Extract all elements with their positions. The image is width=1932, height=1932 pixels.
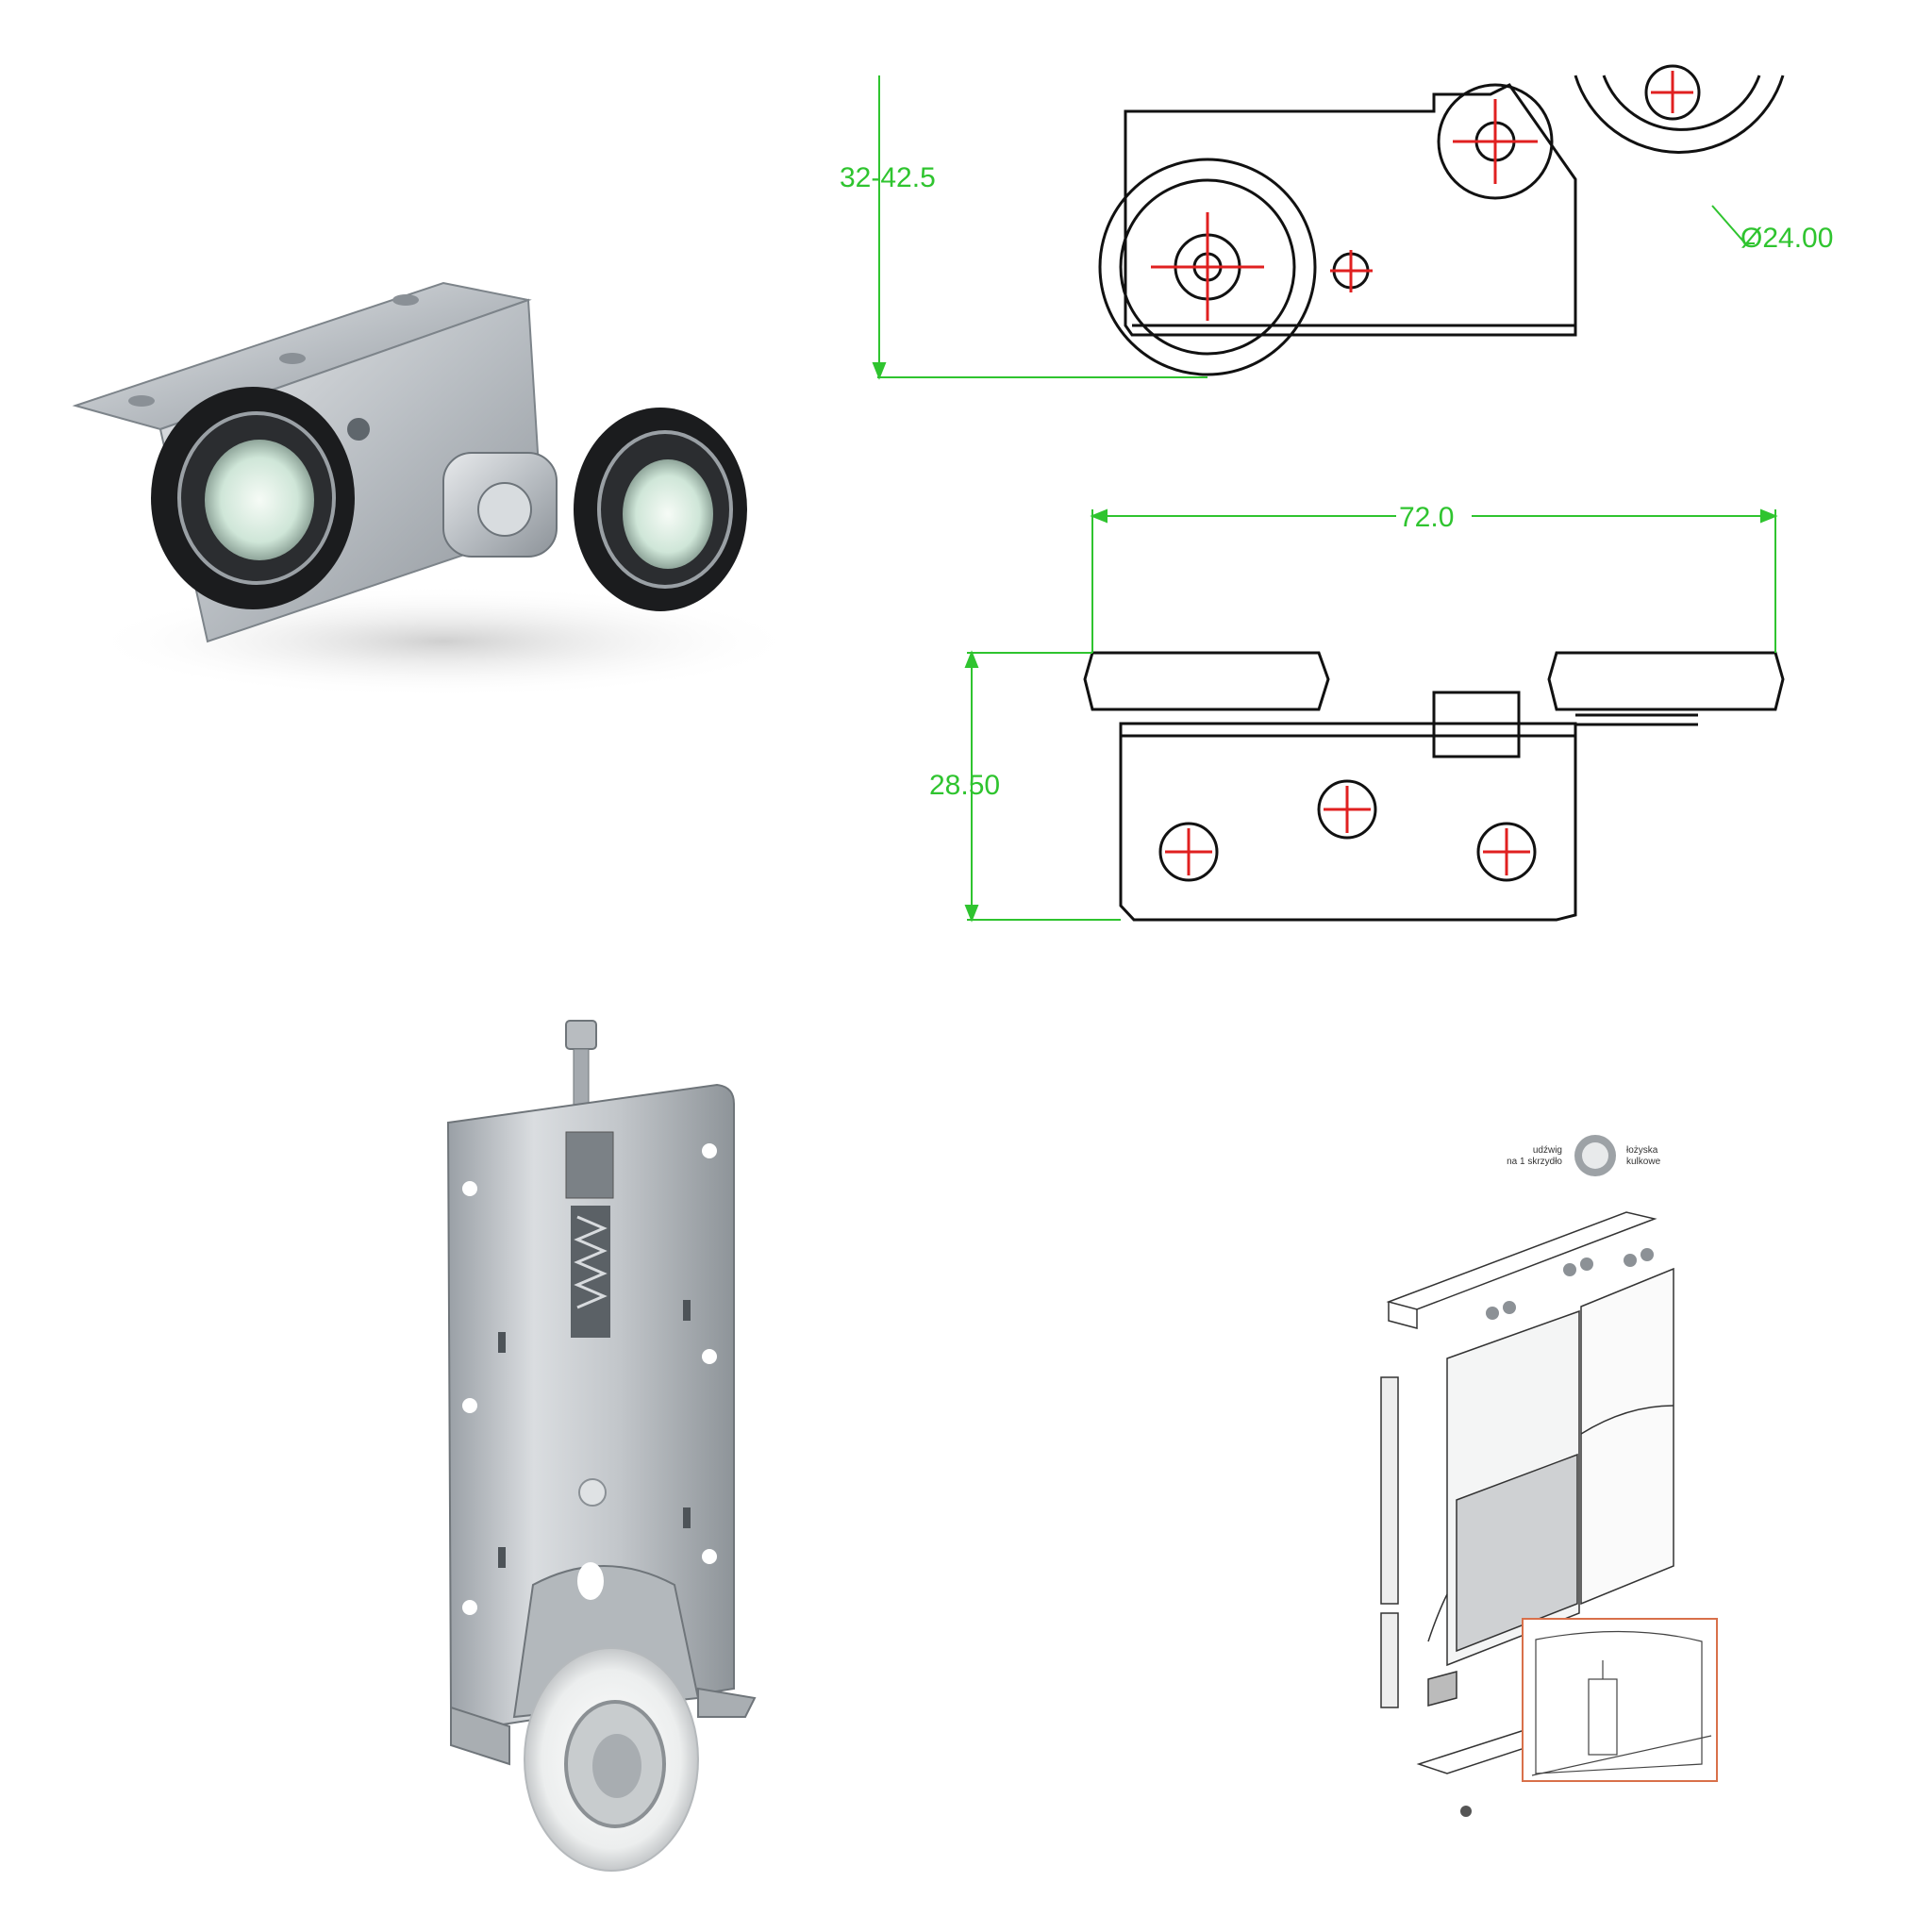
front-adjuster bbox=[1432, 691, 1521, 758]
plate-hole bbox=[462, 1181, 477, 1196]
bearing-label-line2: kulkowe bbox=[1626, 1157, 1661, 1167]
flange-hole bbox=[279, 353, 306, 364]
bracket-hole bbox=[577, 1562, 604, 1600]
height-range-label: 32-42.5 bbox=[840, 162, 936, 193]
plate-slot bbox=[498, 1332, 506, 1353]
bearing-icon-inner bbox=[1582, 1142, 1608, 1169]
bottom-roller-illustration bbox=[446, 1020, 757, 1872]
door-arc bbox=[1580, 1405, 1674, 1435]
top-roller bbox=[1503, 1301, 1516, 1314]
load-label-line1: udźwig bbox=[1533, 1145, 1562, 1156]
plate-slot bbox=[683, 1300, 691, 1321]
bracket-foot-left bbox=[450, 1706, 510, 1766]
bottom-roller-block bbox=[1427, 1671, 1457, 1707]
detail-door bbox=[1535, 1630, 1703, 1774]
front-hole-left bbox=[1158, 822, 1219, 882]
side-housing bbox=[1124, 83, 1577, 337]
dim-arrow bbox=[964, 905, 979, 923]
top-rollers bbox=[1486, 1248, 1654, 1320]
detail-track bbox=[1531, 1735, 1712, 1776]
flange-hole bbox=[392, 294, 419, 306]
front-view-drawing: 72.0 28.50 bbox=[830, 443, 1932, 962]
top-right-wheel-inner bbox=[1602, 75, 1761, 131]
installation-diagram: udźwig na 1 skrzydło łożyska kulkowe bbox=[966, 962, 1932, 1932]
top-roller bbox=[1563, 1263, 1576, 1276]
front-view-svg: 72.0 28.50 bbox=[929, 502, 1785, 923]
plate-hole bbox=[702, 1349, 717, 1364]
plate-hole bbox=[347, 418, 370, 441]
dim-label-bg bbox=[1396, 502, 1472, 530]
top-roller bbox=[1580, 1257, 1593, 1271]
spring-block bbox=[565, 1131, 614, 1199]
flange-hole bbox=[128, 395, 155, 407]
side-view-drawing: 32-42.5 Ø24.00 bbox=[830, 0, 1932, 443]
spring-slot bbox=[571, 1206, 610, 1338]
dim-arrow bbox=[872, 362, 887, 380]
top-track bbox=[1386, 1211, 1657, 1310]
pivot-bolt bbox=[477, 482, 532, 537]
top-track-side bbox=[1388, 1302, 1418, 1329]
top-right-wheel-axle bbox=[1644, 64, 1701, 121]
left-hub bbox=[205, 440, 314, 560]
top-roller bbox=[1486, 1307, 1499, 1320]
pivot-wheel bbox=[1437, 83, 1554, 200]
door-panel-right bbox=[1580, 1267, 1674, 1606]
twin-roller-illustration bbox=[72, 281, 802, 698]
spring bbox=[574, 1215, 608, 1309]
installation-svg: udźwig na 1 skrzydło łożyska kulkowe bbox=[1380, 1135, 1718, 1817]
plate-hole bbox=[702, 1549, 717, 1564]
white-wheel-axle bbox=[592, 1734, 641, 1798]
door-glass bbox=[1456, 1453, 1578, 1653]
dim-arrow bbox=[964, 650, 979, 668]
top-right-wheel-outer bbox=[1574, 75, 1785, 154]
dim-arrow bbox=[1760, 508, 1778, 524]
hook bbox=[1427, 1593, 1448, 1642]
bearing-label-line1: łożyska bbox=[1626, 1145, 1658, 1156]
detail-inset-frame bbox=[1522, 1618, 1718, 1782]
side-profile bbox=[1380, 1612, 1399, 1708]
side-profile bbox=[1380, 1376, 1399, 1605]
twin-roller-photo bbox=[0, 0, 830, 962]
front-hole-middle bbox=[1317, 779, 1377, 840]
plate-rivet bbox=[578, 1478, 607, 1507]
front-right-wheel bbox=[1547, 651, 1785, 711]
dim-arrow bbox=[1090, 508, 1108, 524]
bracket-foot-right bbox=[697, 1687, 757, 1718]
right-hub bbox=[623, 459, 713, 569]
diameter-leader bbox=[1711, 205, 1755, 244]
big-wheel-inner bbox=[1119, 178, 1296, 356]
height-label: 28.50 bbox=[929, 770, 1000, 801]
big-wheel-outer bbox=[1098, 158, 1317, 376]
adjust-screw-head bbox=[565, 1020, 597, 1050]
plate-hole bbox=[462, 1398, 477, 1413]
bottom-roller-photo bbox=[0, 962, 966, 1932]
plate-hole bbox=[462, 1600, 477, 1615]
front-left-wheel bbox=[1083, 651, 1330, 711]
top-roller bbox=[1641, 1248, 1654, 1261]
load-label-line2: na 1 skrzydło bbox=[1507, 1157, 1562, 1167]
wheel-diameter-label: Ø24.00 bbox=[1740, 223, 1833, 254]
plate-slot bbox=[498, 1547, 506, 1568]
floor-stop bbox=[1460, 1806, 1472, 1817]
plate-slot bbox=[683, 1507, 691, 1528]
plate-hole bbox=[702, 1143, 717, 1158]
front-hole-right bbox=[1476, 822, 1537, 882]
top-roller bbox=[1624, 1254, 1637, 1267]
width-label: 72.0 bbox=[1399, 502, 1454, 533]
side-view-svg: 32-42.5 Ø24.00 bbox=[840, 64, 1833, 380]
